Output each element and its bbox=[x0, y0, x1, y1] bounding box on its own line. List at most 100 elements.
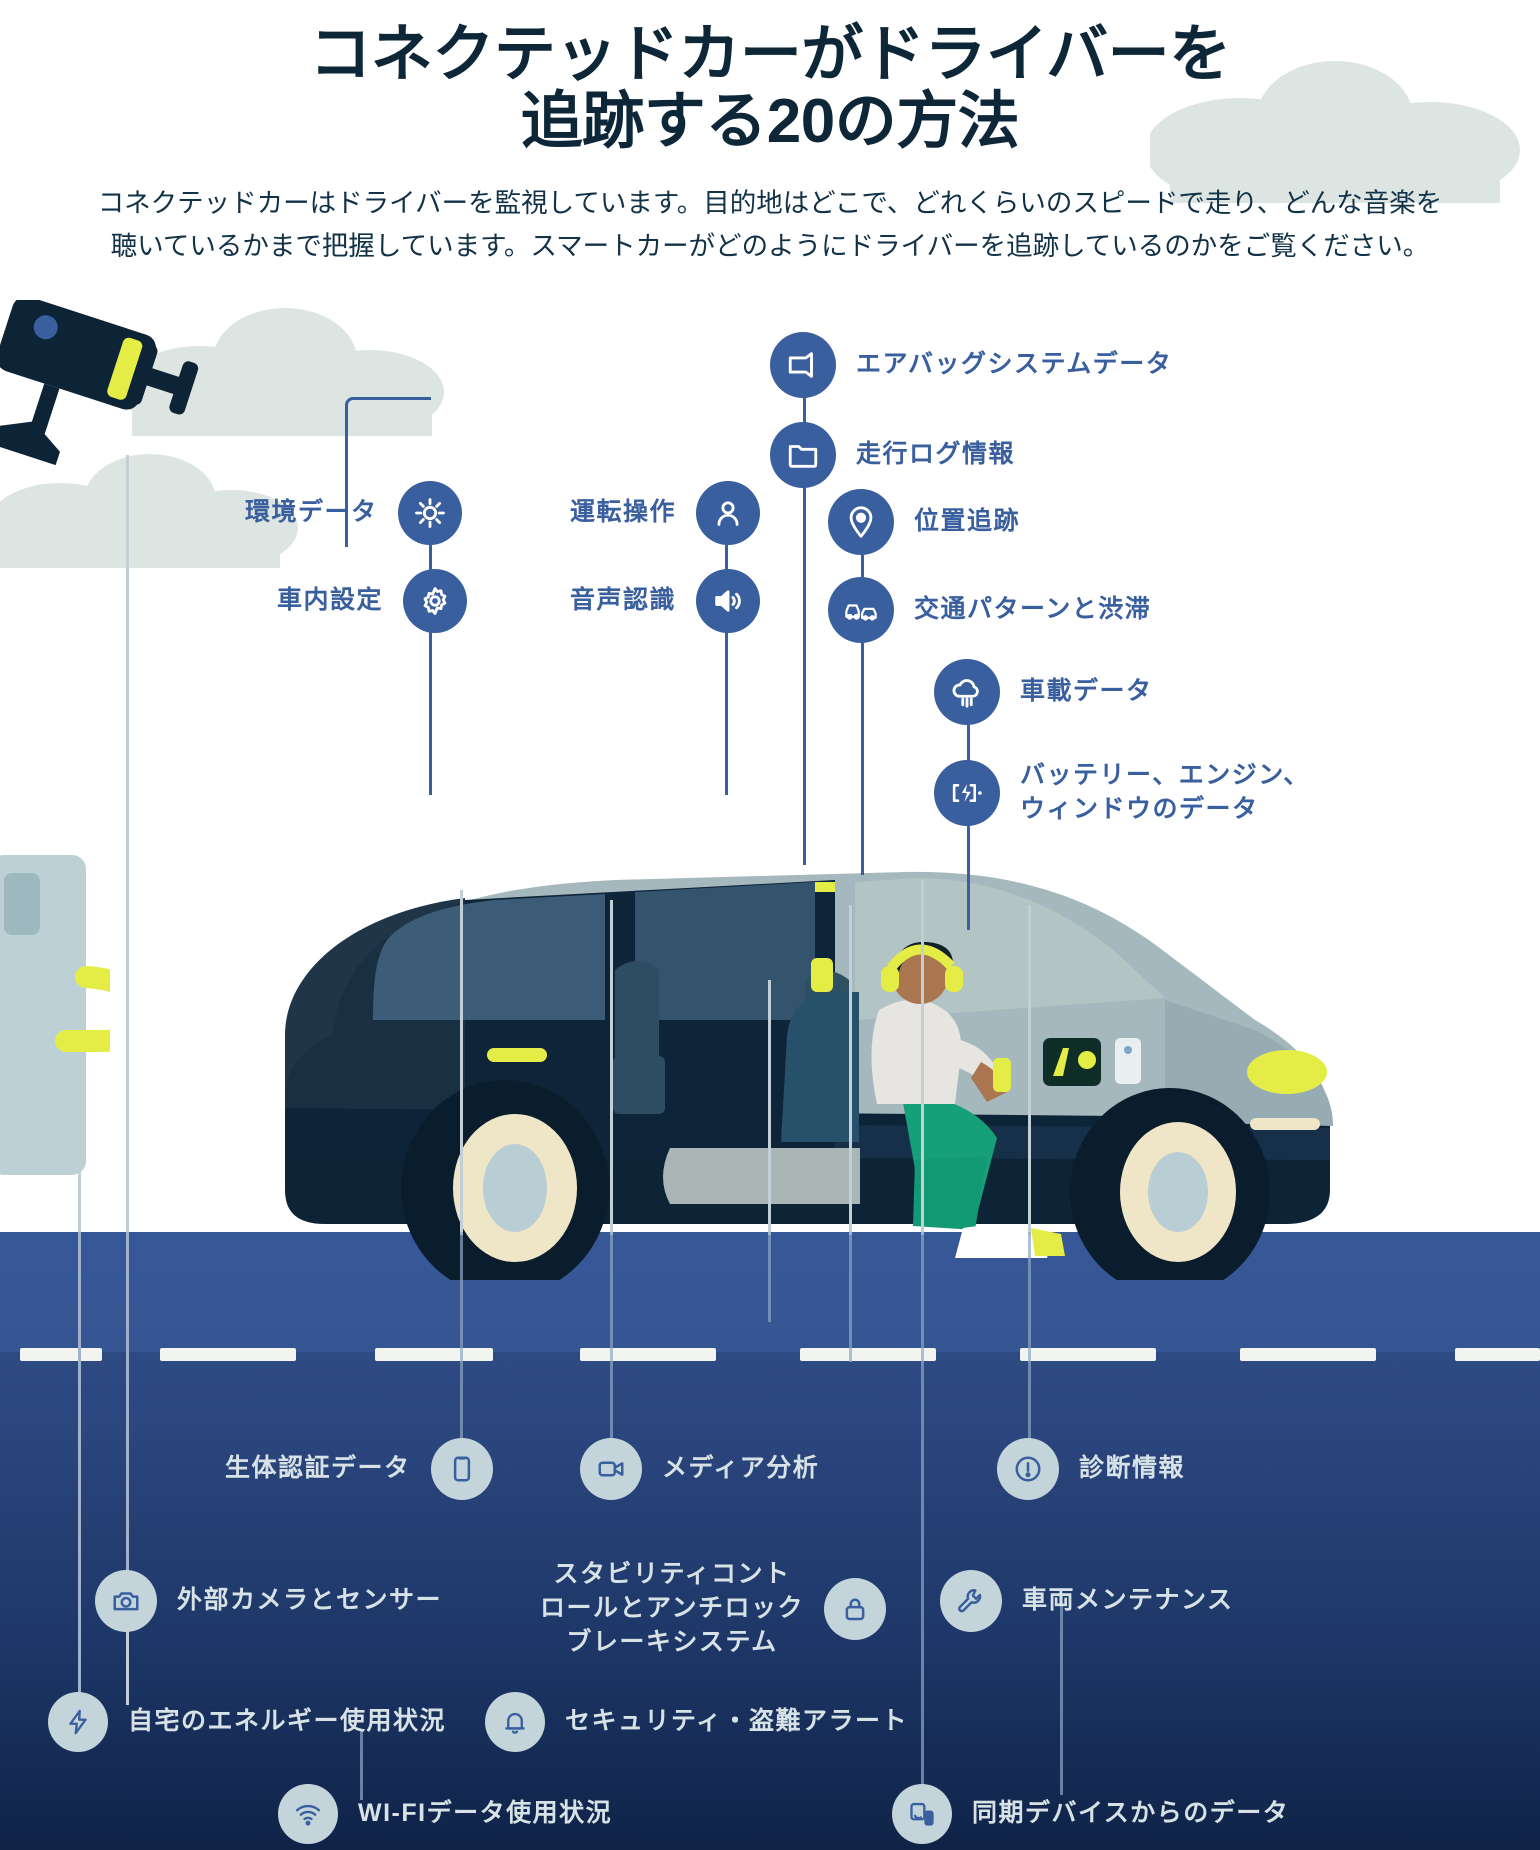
clipboard-icon bbox=[430, 1438, 493, 1500]
road-dash bbox=[800, 1348, 936, 1361]
front-seat-base bbox=[663, 1148, 860, 1204]
lock-icon bbox=[824, 1577, 887, 1640]
node-battery[interactable]: バッテリー、エンジン、 ウィンドウのデータ bbox=[934, 759, 1310, 827]
connector-biometric-lower bbox=[460, 1232, 463, 1442]
speaker-icon bbox=[696, 569, 761, 633]
node-biometric-label: 生体認証データ bbox=[225, 1454, 411, 1483]
subtitle-line-1: コネクテッドカーはドライバーを監視しています。目的地はどこで、どれくらいのスピー… bbox=[97, 187, 1443, 218]
node-environment[interactable]: 環境データ bbox=[245, 481, 462, 545]
node-stability-label: スタビリティコント ロールとアンチロック ブレーキシステム bbox=[540, 1560, 805, 1656]
node-driving-ops[interactable]: 運転操作 bbox=[570, 481, 761, 545]
node-synced-label: 同期デバイスからのデータ bbox=[972, 1799, 1290, 1828]
node-onboard[interactable]: 車載データ bbox=[934, 659, 1153, 725]
connector-wifi-upper bbox=[360, 1730, 363, 1800]
gear-icon bbox=[403, 569, 468, 633]
rear-seat bbox=[613, 1056, 665, 1114]
car-window-rear bbox=[373, 894, 605, 1020]
page-subtitle: コネクテッドカーはドライバーを監視しています。目的地はどこで、どれくらいのスピー… bbox=[20, 182, 1520, 268]
connector-lock-lower bbox=[849, 1232, 852, 1362]
driver-headphones bbox=[887, 944, 955, 972]
airbag-icon bbox=[770, 332, 836, 398]
node-wifi-label: WI-FIデータ使用状況 bbox=[358, 1799, 613, 1828]
connector-cabin bbox=[429, 633, 432, 793]
road-dash bbox=[1020, 1348, 1156, 1361]
node-ext-camera-label: 外部カメラとセンサー bbox=[177, 1586, 443, 1615]
cctv-camera bbox=[0, 300, 199, 466]
rear-headrest bbox=[615, 961, 659, 1062]
wrench-icon bbox=[940, 1570, 1002, 1632]
node-security[interactable]: セキュリティ・盗難アラート bbox=[485, 1692, 908, 1752]
rear-wheel bbox=[401, 1080, 609, 1280]
node-synced[interactable]: 同期デバイスからのデータ bbox=[892, 1784, 1289, 1844]
node-media[interactable]: メディア分析 bbox=[580, 1438, 819, 1500]
node-home-energy-label: 自宅のエネルギー使用状況 bbox=[128, 1707, 447, 1736]
connector-camera-lower bbox=[126, 1232, 129, 1602]
front-seat-back bbox=[781, 992, 859, 1142]
door-handle-yellow bbox=[487, 1048, 547, 1062]
node-diagnostics[interactable]: 診断情報 bbox=[997, 1438, 1185, 1500]
charging-station bbox=[0, 855, 110, 1175]
connector-media bbox=[610, 900, 613, 1235]
node-home-energy[interactable]: 自宅のエネルギー使用状況 bbox=[48, 1692, 446, 1752]
alert-circle-icon bbox=[997, 1438, 1059, 1500]
node-location[interactable]: 位置追跡 bbox=[828, 489, 1020, 555]
driver-figure bbox=[871, 941, 1065, 1258]
title-line-2: 追跡する20の方法 bbox=[520, 86, 1020, 156]
node-traffic[interactable]: 交通パターンと渋滞 bbox=[828, 577, 1151, 643]
connector-ext-camera bbox=[126, 455, 129, 1705]
header: コネクテッドカーがドライバーを 追跡する20の方法 コネクテッドカーはドライバー… bbox=[0, 0, 1540, 268]
node-media-label: メディア分析 bbox=[662, 1454, 820, 1483]
car-illustration bbox=[285, 871, 1333, 1280]
node-maintenance[interactable]: 車両メンテナンス bbox=[940, 1570, 1234, 1632]
node-airbag-label: エアバッグシステムデータ bbox=[856, 350, 1173, 379]
title-line-1: コネクテッドカーがドライバーを bbox=[309, 20, 1231, 89]
sun-icon bbox=[397, 481, 462, 545]
connector-stability bbox=[768, 980, 771, 1235]
connector-energy-lower bbox=[78, 1232, 81, 1717]
connector-stability-lower bbox=[768, 1232, 771, 1322]
sync-devices-icon bbox=[892, 1784, 952, 1844]
cloud-top-right bbox=[1150, 61, 1520, 203]
node-drive-log[interactable]: 走行ログ情報 bbox=[770, 422, 1015, 488]
driver-head bbox=[892, 948, 948, 1004]
connector-battery bbox=[967, 820, 970, 930]
person-icon bbox=[696, 481, 761, 545]
cloud-left bbox=[0, 454, 298, 568]
road-dash bbox=[580, 1348, 716, 1361]
video-camera-icon bbox=[580, 1438, 642, 1500]
node-driving-ops-label: 運転操作 bbox=[570, 498, 677, 527]
connector-synced-lower bbox=[921, 1232, 924, 1792]
node-cabin[interactable]: 車内設定 bbox=[277, 569, 468, 633]
bolt-icon bbox=[48, 1692, 108, 1752]
subtitle-line-2: 聴いているかまで把握しています。スマートカーがどのようにドライバーを追跡している… bbox=[110, 230, 1430, 261]
front-trim bbox=[1250, 1118, 1320, 1130]
battery-bolt-icon bbox=[934, 759, 1000, 826]
connector-drive-log bbox=[803, 445, 806, 865]
road-dash bbox=[160, 1348, 296, 1361]
wifi-icon bbox=[278, 1784, 338, 1844]
node-ext-camera[interactable]: 外部カメラとセンサー bbox=[95, 1570, 442, 1632]
node-security-label: セキュリティ・盗難アラート bbox=[565, 1707, 909, 1736]
map-pin-icon bbox=[828, 489, 894, 555]
connector-media-lower bbox=[610, 1232, 613, 1442]
camera-icon bbox=[95, 1570, 157, 1632]
node-traffic-label: 交通パターンと渋滞 bbox=[914, 595, 1152, 624]
folder-icon bbox=[770, 422, 836, 488]
road-dash bbox=[20, 1348, 102, 1361]
node-wifi[interactable]: WI-FIデータ使用状況 bbox=[278, 1784, 612, 1844]
car-hood bbox=[1165, 1000, 1333, 1126]
connector-stability2 bbox=[849, 905, 852, 1235]
node-voice[interactable]: 音声認識 bbox=[570, 569, 761, 633]
node-maintenance-label: 車両メンテナンス bbox=[1022, 1586, 1234, 1615]
road-dash bbox=[1240, 1348, 1376, 1361]
node-biometric[interactable]: 生体認証データ bbox=[225, 1438, 493, 1500]
front-wheel bbox=[1070, 1088, 1270, 1280]
node-cabin-label: 車内設定 bbox=[277, 586, 384, 615]
node-onboard-label: 車載データ bbox=[1020, 677, 1153, 706]
node-battery-label: バッテリー、エンジン、 ウィンドウのデータ bbox=[1020, 761, 1310, 823]
node-stability[interactable]: スタビリティコント ロールとアンチロック ブレーキシステム bbox=[540, 1558, 887, 1659]
connector-cctv-elbow bbox=[345, 397, 431, 547]
node-airbag[interactable]: エアバッグシステムデータ bbox=[770, 332, 1172, 398]
node-environment-label: 環境データ bbox=[245, 498, 378, 527]
